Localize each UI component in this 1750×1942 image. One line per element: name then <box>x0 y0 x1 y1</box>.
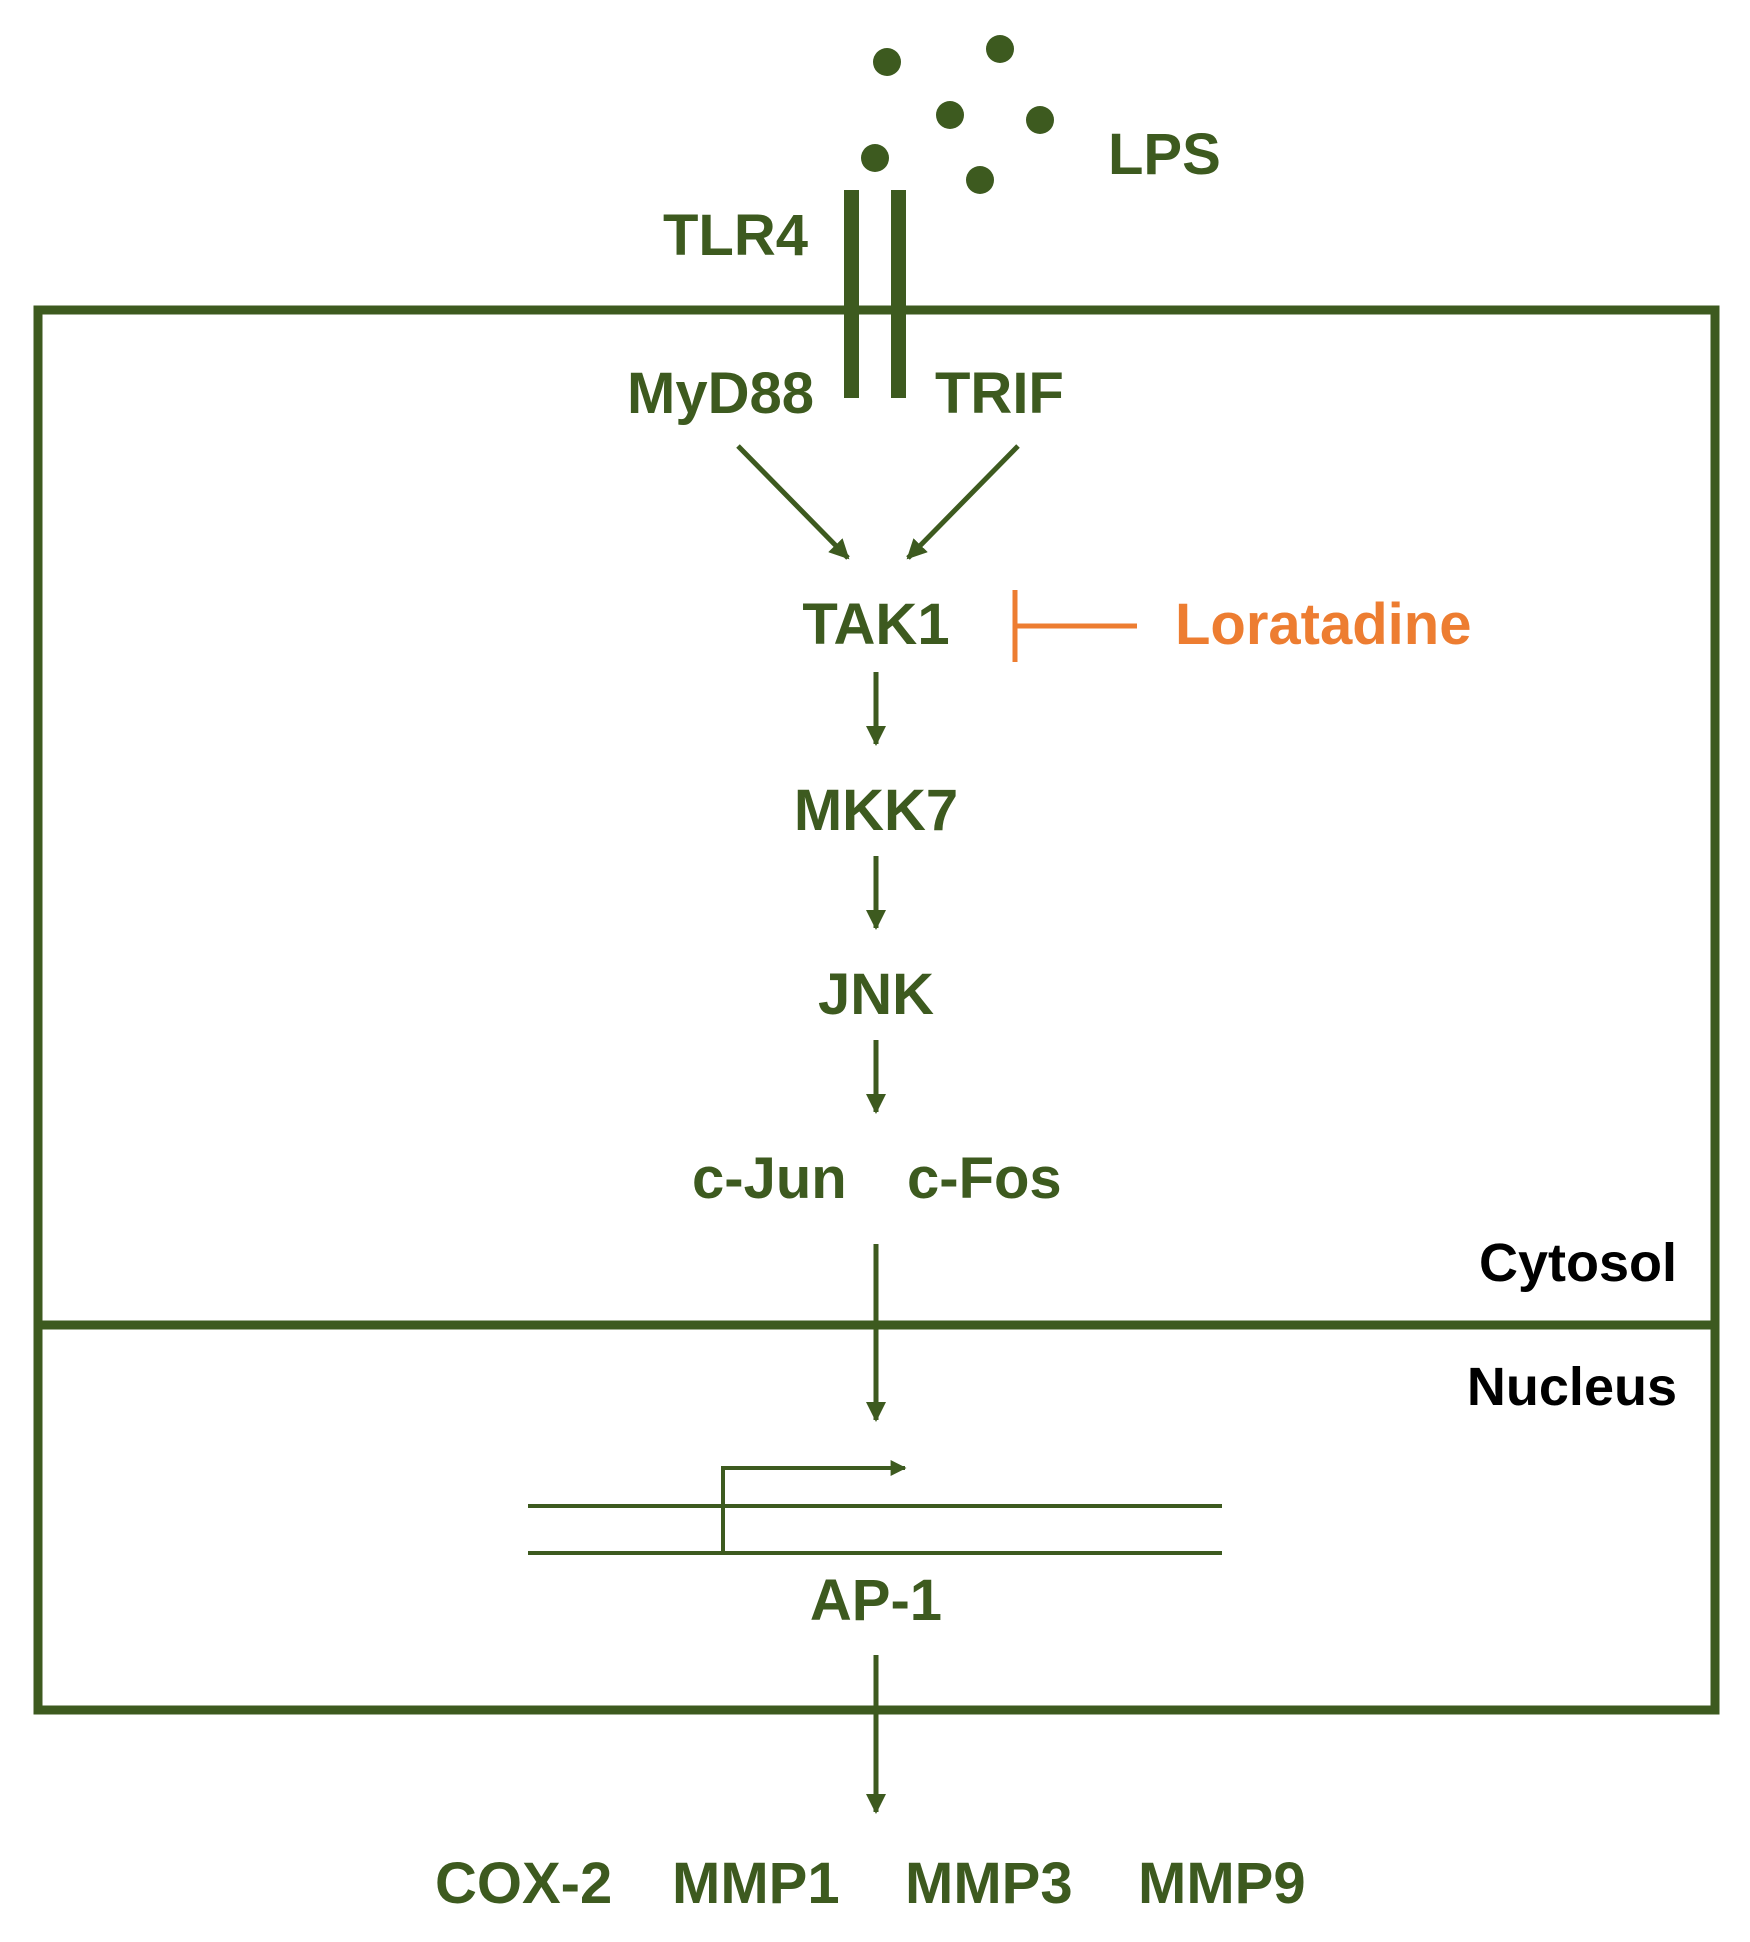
gene-cox2-label: COX-2 <box>435 1851 613 1916</box>
lps-dot <box>966 166 994 194</box>
nucleus-label: Nucleus <box>1466 1357 1677 1417</box>
tak1-label: TAK1 <box>802 592 950 657</box>
myd88-label: MyD88 <box>627 361 814 426</box>
cytosol-label: Cytosol <box>1478 1233 1677 1293</box>
jnk-label: JNK <box>817 962 935 1027</box>
lps-dot <box>861 144 889 172</box>
tlr4-receptor-bar-left <box>844 190 859 398</box>
arrow-trif-to-tak1 <box>906 444 1020 560</box>
lps-dot <box>1026 106 1054 134</box>
lps-dot <box>873 48 901 76</box>
trif-label: TRIF <box>935 361 1064 426</box>
tlr4-label: TLR4 <box>663 203 808 268</box>
lps-dot <box>986 35 1014 63</box>
tlr4-receptor-bar-right <box>891 190 906 398</box>
lps-dot <box>936 101 964 129</box>
lps-label: LPS <box>1108 122 1221 187</box>
ap1-label: AP-1 <box>809 1568 943 1633</box>
loratadine-label: Loratadine <box>1175 592 1472 657</box>
gene-mmp9-label: MMP9 <box>1138 1851 1306 1916</box>
gene-mmp3-label: MMP3 <box>905 1851 1073 1916</box>
c-fos-label: c-Fos <box>907 1146 1062 1211</box>
lps-molecules <box>861 35 1054 194</box>
c-jun-label: c-Jun <box>692 1146 847 1211</box>
arrow-myd88-to-tak1 <box>736 444 850 560</box>
mkk7-label: MKK7 <box>793 778 959 843</box>
transcription-start-arrow <box>721 1460 907 1553</box>
gene-mmp1-label: MMP1 <box>672 1851 840 1916</box>
